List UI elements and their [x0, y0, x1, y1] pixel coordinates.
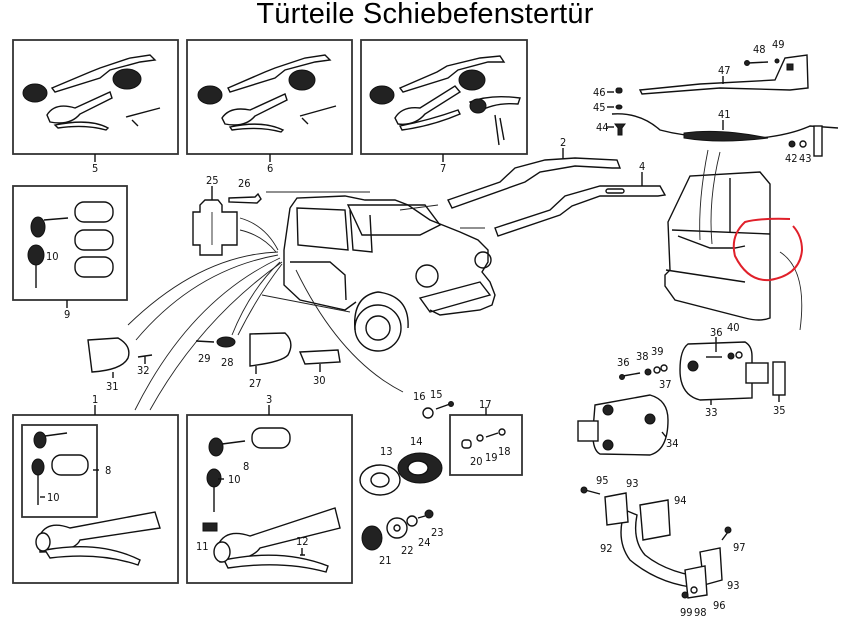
- group-box-5: [12, 39, 179, 162]
- label-4: 4: [639, 160, 645, 173]
- part-27-to-30: [195, 332, 341, 374]
- car-illustration: [261, 191, 496, 352]
- group-box-1: [12, 405, 179, 584]
- label-21: 21: [379, 554, 392, 567]
- part-31-cover: [87, 337, 153, 378]
- label-14: 14: [410, 435, 423, 448]
- label-17: 17: [479, 398, 492, 411]
- label-19: 19: [485, 451, 498, 464]
- label-38: 38: [636, 350, 649, 363]
- label-34: 34: [666, 437, 679, 450]
- part-48-49-bolt: [744, 58, 780, 66]
- label-99: 99: [680, 606, 693, 619]
- label-36-lower: 36: [617, 356, 630, 369]
- label-8-box1: 8: [105, 464, 111, 477]
- part-47-arm: [638, 54, 809, 95]
- label-46: 46: [593, 86, 606, 99]
- label-98: 98: [694, 606, 707, 619]
- key-illustration: [27, 216, 69, 288]
- label-92: 92: [600, 542, 613, 555]
- label-11: 11: [196, 540, 209, 553]
- label-3: 3: [266, 393, 272, 406]
- label-24: 24: [418, 536, 431, 549]
- key-illustration: [31, 431, 68, 505]
- label-94: 94: [674, 494, 687, 507]
- group-box-3: [186, 405, 353, 584]
- parts-13-16: [359, 401, 454, 496]
- label-37: 37: [659, 378, 672, 391]
- group-box-9: [12, 185, 128, 308]
- label-33: 33: [705, 406, 718, 419]
- label-47: 47: [718, 64, 731, 77]
- group-box-7: [360, 39, 528, 162]
- label-36-upper: 36: [710, 326, 723, 339]
- label-44: 44: [596, 121, 609, 134]
- label-39: 39: [651, 345, 664, 358]
- parts-21-24: [361, 509, 434, 551]
- label-1: 1: [92, 393, 98, 406]
- label-15: 15: [430, 388, 443, 401]
- label-20: 20: [470, 455, 483, 468]
- label-97: 97: [733, 541, 746, 554]
- part-25-bracket: [192, 186, 262, 256]
- part-92-strap: [580, 486, 732, 599]
- label-7: 7: [440, 162, 446, 175]
- label-10-box9: 10: [46, 250, 59, 263]
- label-2: 2: [560, 136, 566, 149]
- label-48: 48: [753, 43, 766, 56]
- label-41: 41: [718, 108, 731, 121]
- part-33-lock: [679, 337, 786, 405]
- group-box-17: [449, 407, 523, 476]
- label-49: 49: [772, 38, 785, 51]
- label-18: 18: [498, 445, 511, 458]
- label-29: 29: [198, 352, 211, 365]
- label-30: 30: [313, 374, 326, 387]
- label-25: 25: [206, 174, 219, 187]
- label-93-lower: 93: [727, 579, 740, 592]
- group-box-6: [186, 39, 353, 162]
- label-5: 5: [92, 162, 98, 175]
- label-22: 22: [401, 544, 414, 557]
- label-16: 16: [413, 390, 426, 403]
- label-43: 43: [799, 152, 812, 165]
- label-27: 27: [249, 377, 262, 390]
- label-45: 45: [593, 101, 606, 114]
- label-96: 96: [713, 599, 726, 612]
- leader-lines: [127, 204, 485, 411]
- part-2-handle: [447, 148, 622, 209]
- label-31: 31: [106, 380, 119, 393]
- label-93-upper: 93: [626, 477, 639, 490]
- label-35: 35: [773, 404, 786, 417]
- highlight-circle-annotation: [732, 217, 804, 282]
- handle-illustration: [22, 54, 161, 131]
- label-10-box3: 10: [228, 473, 241, 486]
- part-34-lock: [577, 394, 669, 456]
- label-12: 12: [296, 535, 309, 548]
- lock-barrel-illustration: [74, 201, 114, 278]
- label-32: 32: [137, 364, 150, 377]
- label-95: 95: [596, 474, 609, 487]
- label-9: 9: [64, 308, 70, 321]
- label-23: 23: [431, 526, 444, 539]
- label-42: 42: [785, 152, 798, 165]
- part-4-handle: [494, 172, 667, 237]
- label-6: 6: [267, 162, 273, 175]
- label-40: 40: [727, 321, 740, 334]
- label-26: 26: [238, 177, 251, 190]
- part-41-rod: [611, 113, 839, 157]
- parts-44-46: [607, 87, 626, 136]
- door-illustration: [664, 149, 803, 331]
- label-10-box1: 10: [47, 491, 60, 504]
- parts-36-39: [619, 364, 668, 380]
- label-28: 28: [221, 356, 234, 369]
- diagram-title: Türteile Schiebefenstertür: [256, 0, 594, 30]
- label-13: 13: [380, 445, 393, 458]
- label-8-box3: 8: [243, 460, 249, 473]
